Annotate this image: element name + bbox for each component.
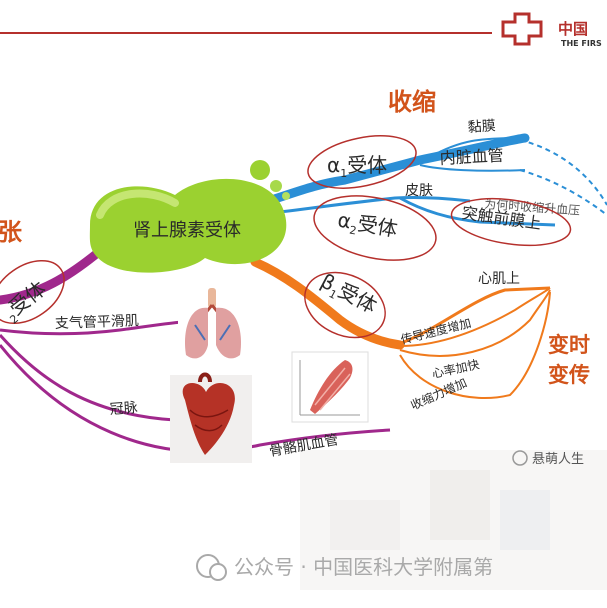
bronchial-label: 支气管平滑肌	[55, 312, 140, 332]
svg-text:α1受体: α1受体	[327, 153, 387, 180]
contractility-label: 收缩力增加	[408, 375, 469, 413]
myocardium-branch	[394, 286, 551, 347]
bp-note-label: 为何时收缩升血压	[484, 196, 581, 218]
coronary-label: 冠脉	[109, 400, 138, 418]
heart-rate-branch	[399, 289, 551, 357]
bp-dashed-link-2	[519, 169, 607, 216]
footer-watermark-text: 公众号 · 中国医科大学附属第	[234, 555, 493, 579]
logo-text-cn: 中国	[558, 20, 588, 38]
bp-dashed-link	[519, 139, 607, 206]
inotropic-line1: 变时	[548, 333, 590, 357]
mucosa-branch	[429, 137, 521, 158]
alpha1-text: 受体	[347, 153, 387, 177]
lungs-icon	[178, 285, 248, 367]
visceral-branch	[419, 164, 526, 172]
alpha1-receptor: α1受体	[307, 135, 417, 189]
alpha2-branch	[261, 195, 471, 216]
bronchial-branch	[0, 320, 186, 336]
green-dot-large	[250, 160, 270, 180]
center-node: 肾上腺素受体	[89, 160, 290, 273]
beta1-branch	[250, 257, 405, 350]
coronary-branch	[0, 334, 176, 422]
green-dot-medium	[270, 180, 282, 192]
skeletal-muscle-icon	[291, 351, 369, 423]
skin-label: 皮肤	[405, 183, 433, 199]
wechat-small-watermark: 悬萌人生	[512, 450, 584, 467]
background-photo	[300, 450, 607, 590]
footer-watermark: 公众号 · 中国医科大学附属第	[196, 554, 493, 581]
conduction-branch	[399, 287, 551, 347]
contraction-label: 收缩	[388, 88, 436, 116]
inotropic-line2: 变传	[548, 363, 590, 387]
wechat-icon	[512, 450, 528, 466]
heart-icon	[170, 372, 252, 463]
beta1-text: 受体	[334, 278, 381, 318]
myocardium-label: 心肌上	[478, 271, 520, 287]
alpha1-greek: α	[327, 153, 340, 177]
alpha2-sub: 2	[348, 224, 357, 238]
alpha2-greek: α	[336, 207, 353, 233]
presynaptic-branch	[399, 196, 556, 227]
contractility-branch	[399, 291, 551, 399]
heart-rate-label: 心率加快	[431, 356, 481, 381]
beta2-branch	[0, 250, 100, 305]
alpha1-sub: 1	[340, 167, 347, 180]
mucosa-label: 黏膜	[467, 118, 496, 136]
svg-text:α2受体: α2受体	[335, 207, 399, 244]
alpha2-text: 受体	[356, 211, 400, 242]
logo-text-en: THE FIRS	[561, 39, 602, 48]
hospital-logo: 中国 THE FIRS	[501, 12, 602, 48]
alpha2-receptor: α2受体	[313, 195, 437, 261]
green-dot-small	[282, 192, 290, 200]
small-watermark-text: 悬萌人生	[532, 452, 584, 467]
center-label: 肾上腺素受体	[133, 220, 241, 241]
dilation-label: 张	[0, 218, 23, 246]
visceral-vessels-label: 内脏血管	[439, 146, 504, 168]
